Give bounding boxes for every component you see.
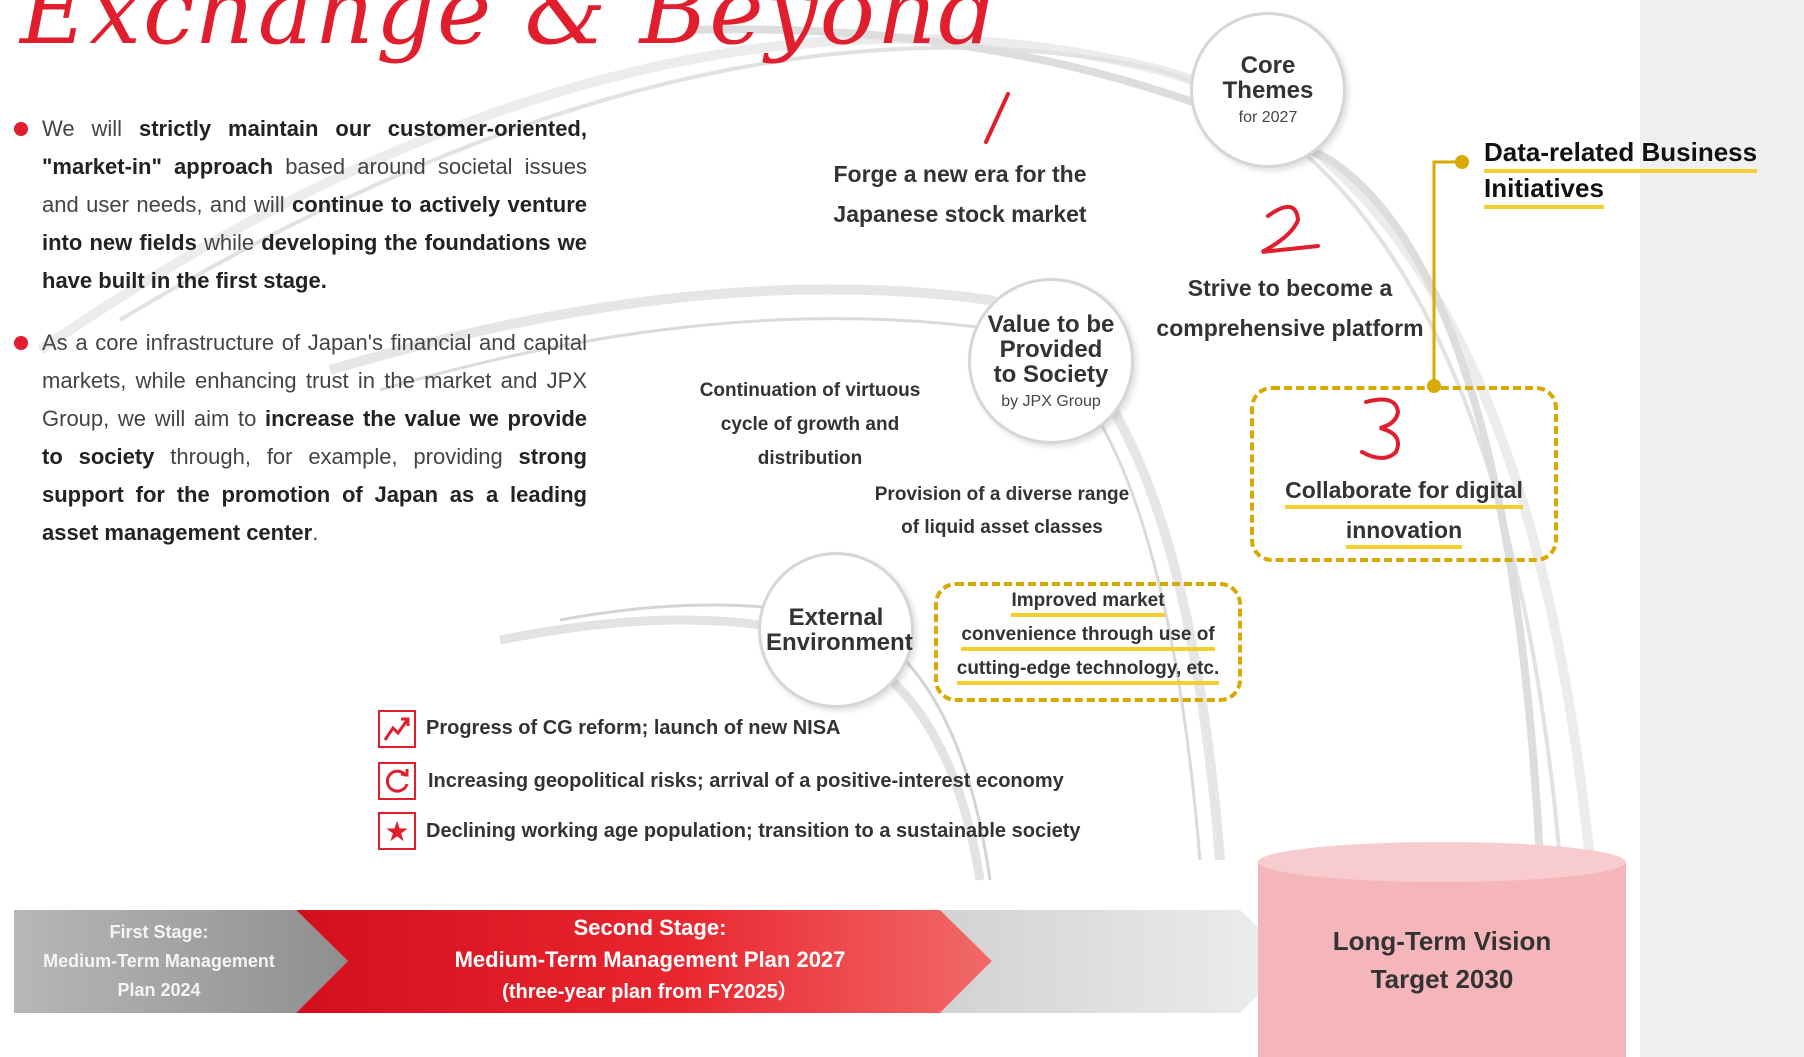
intro-paragraph-1: We will strictly maintain our customer-o… <box>42 110 587 300</box>
paragraph-1-run-4: continue to actively venture into new fi… <box>42 192 588 255</box>
second-stage-line-3: (three-year plan from FY2025） <box>502 981 798 1003</box>
theme-3-line-2: innovation <box>1345 517 1463 549</box>
paragraph-2-run-1: As a core infrastructure of Japan's fina… <box>42 330 587 431</box>
paragraph-1-run-3: based around societal issues and user ne… <box>42 154 587 217</box>
value-to-society-subtitle: by JPX Group <box>1001 392 1101 410</box>
data-business-callout: Data-related Business Initiatives <box>1484 134 1794 209</box>
theme-3-line-1: Collaborate for digital <box>1285 477 1523 509</box>
virtuous-line-2: cycle of growth and <box>720 414 900 435</box>
first-stage-line-1: First Stage: <box>109 922 209 942</box>
first-stage-line-3: Plan 2024 <box>117 980 201 1000</box>
theme-1-numeral <box>984 92 1010 144</box>
first-stage-label: First Stage: Medium-Term Management Plan… <box>14 918 304 1005</box>
virtuous-line-1: Continuation of virtuous <box>699 380 921 401</box>
right-side-panel <box>1640 0 1804 1057</box>
value-improved-convenience: Improved market convenience through use … <box>938 584 1238 686</box>
virtuous-line-3: distribution <box>757 448 863 469</box>
improved-line-2: convenience through use of <box>961 624 1215 651</box>
bullet-dot-2 <box>14 336 28 350</box>
value-virtuous-cycle: Continuation of virtuous cycle of growth… <box>680 374 940 476</box>
improved-convenience-highlight-box <box>934 582 1242 702</box>
external-environment-circle: External Environment <box>758 552 914 708</box>
vision-line-1: Long-Term Vision <box>1332 926 1552 956</box>
second-stage-label: Second Stage: Medium-Term Management Pla… <box>380 912 920 1008</box>
improved-line-3: cutting-edge technology, etc. <box>956 658 1220 685</box>
callout-label: Data-related Business Initiatives <box>1484 137 1758 209</box>
theme-1-line-2: Japanese stock market <box>833 201 1087 227</box>
external-environment-title: External Environment <box>766 604 913 656</box>
second-stage-line-1: Second Stage: <box>573 915 727 940</box>
second-stage-arrow <box>296 910 992 1013</box>
vision-line-2: Target 2030 <box>1370 964 1514 994</box>
second-stage-line-2: Medium-Term Management Plan 2027 <box>454 947 846 972</box>
theme-2-line-1: Strive to become a <box>1187 275 1393 301</box>
long-term-vision-label: Long-Term Vision Target 2030 <box>1258 922 1626 998</box>
third-stage-arrow <box>940 910 1292 1013</box>
theme-3-text: Collaborate for digital innovation <box>1254 470 1554 550</box>
theme-1-text: Forge a new era for the Japanese stock m… <box>800 154 1120 234</box>
paragraph-2-run-2: increase the value we provide to society <box>42 406 587 469</box>
intro-paragraph-2: As a core infrastructure of Japan's fina… <box>42 324 587 552</box>
theme-1-line-1: Forge a new era for the <box>833 161 1087 187</box>
paragraph-2-run-4: strong support for the promotion of Japa… <box>42 444 587 545</box>
core-themes-subtitle: for 2027 <box>1238 109 1298 126</box>
core-themes-circle: Core Themes for 2027 <box>1190 12 1346 168</box>
trend-up-icon <box>378 710 416 748</box>
improved-line-1: Improved market <box>1011 590 1165 617</box>
paragraph-1-run-5: while <box>196 230 262 255</box>
core-themes-title: Core Themes <box>1222 52 1314 104</box>
script-title: Exchange & Beyond <box>20 0 1000 65</box>
environment-item-1: Progress of CG reform; launch of new NIS… <box>426 717 841 739</box>
cycle-icon <box>378 762 416 800</box>
paragraph-2-run-5: . <box>312 520 319 545</box>
theme-3-highlight-box <box>1250 386 1558 562</box>
value-to-society-circle: Value to be Provided to Society by JPX G… <box>968 278 1134 444</box>
theme-2-text: Strive to become a comprehensive platfor… <box>1150 268 1430 348</box>
bullet-dot-1 <box>14 122 28 136</box>
first-stage-line-2: Medium-Term Management <box>43 951 275 971</box>
star-icon: ★ <box>378 812 416 850</box>
environment-item-3: Declining working age population; transi… <box>426 820 1081 842</box>
first-stage-arrow <box>14 910 348 1013</box>
value-to-society-title: Value to be Provided to Society <box>987 310 1115 388</box>
paragraph-2-run-3: through, for example, providing <box>154 444 519 469</box>
theme-2-line-2: comprehensive platform <box>1156 315 1424 341</box>
theme-2-numeral <box>1261 205 1320 254</box>
paragraph-1-run-6: developing the foundations we have built… <box>42 230 587 293</box>
vision-cylinder <box>1258 862 1626 1057</box>
value-diverse-assets: Provision of a diverse range of liquid a… <box>852 478 1152 544</box>
diverse-line-1: Provision of a diverse range <box>874 484 1130 505</box>
theme-3-numeral <box>1360 397 1401 460</box>
paragraph-1-run-1: We will <box>42 116 139 141</box>
diverse-line-2: of liquid asset classes <box>901 517 1103 538</box>
environment-item-2: Increasing geopolitical risks; arrival o… <box>428 770 1064 792</box>
paragraph-1-run-2: strictly maintain our customer-oriented,… <box>42 116 587 179</box>
